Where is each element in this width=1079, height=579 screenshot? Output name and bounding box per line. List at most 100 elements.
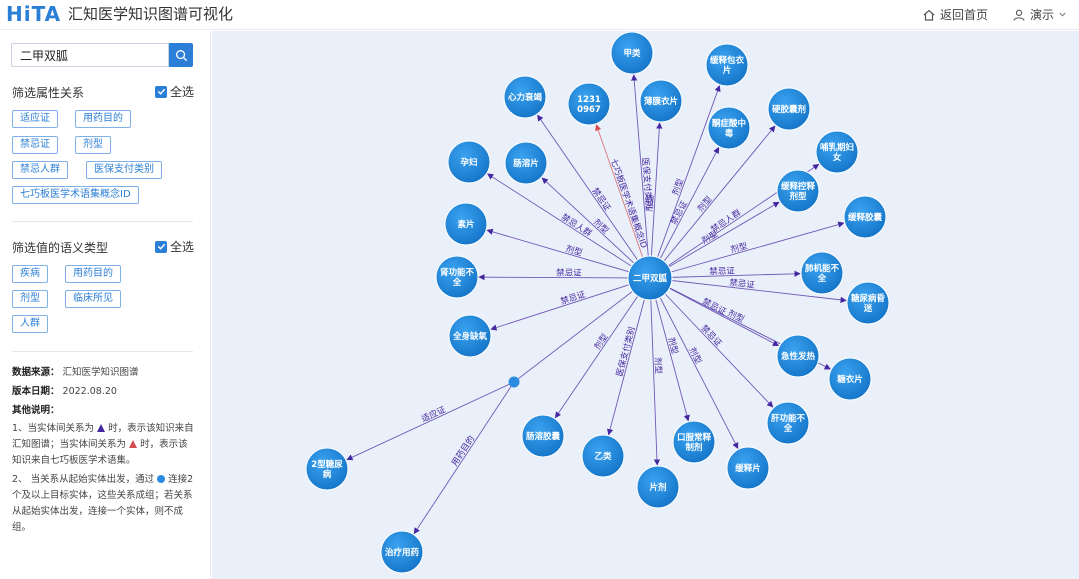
node-circle[interactable]: [705, 43, 749, 87]
relation-select-all[interactable]: 全选: [155, 83, 194, 100]
node-n18[interactable]: 急性发热: [776, 334, 820, 378]
node-circle[interactable]: [776, 334, 820, 378]
node-circle[interactable]: [521, 414, 565, 458]
node-circle[interactable]: [380, 530, 424, 574]
user-menu[interactable]: 演示: [1012, 6, 1067, 23]
node-n25[interactable]: 肠溶胶囊: [521, 414, 565, 458]
home-link[interactable]: 返回首页: [922, 6, 988, 23]
node-circle[interactable]: [672, 420, 716, 464]
semantic-tag-disease[interactable]: 疾病: [12, 265, 48, 283]
edge-n25: [554, 277, 651, 419]
node-circle[interactable]: [766, 401, 810, 445]
search-input[interactable]: [11, 43, 169, 67]
graph-svg[interactable]: 医保支付类别七巧板医学术语集概念ID禁忌证剂型剂型禁忌证剂型禁忌人群剂型剂型禁忌…: [212, 31, 1079, 579]
edge-label-n12: 禁忌证: [729, 278, 756, 291]
edge-n5: [649, 85, 721, 279]
edge-n24: [607, 277, 651, 436]
node-circle[interactable]: [767, 87, 811, 131]
node-circle[interactable]: [567, 82, 611, 126]
node-n21[interactable]: 缓释片: [726, 446, 770, 490]
edge-n9: [649, 201, 780, 279]
node-n19[interactable]: 糖衣片: [828, 357, 872, 401]
node-center[interactable]: 二甲双胍: [627, 255, 673, 301]
semantic-select-all-label: 全选: [170, 240, 195, 254]
app-logo[interactable]: HiTA: [6, 2, 62, 26]
edge-label-n19: 剂型: [726, 308, 747, 326]
node-circle[interactable]: [707, 106, 751, 150]
node-n13[interactable]: 孕妇: [447, 140, 491, 184]
version-date-label: 版本日期：: [12, 386, 60, 397]
node-n23[interactable]: 片剂: [636, 465, 680, 509]
node-n7[interactable]: 硬胶囊剂: [767, 87, 811, 131]
node-n10[interactable]: 缓释胶囊: [843, 195, 887, 239]
node-n4[interactable]: 薄膜衣片: [639, 79, 683, 123]
edge-n26: [346, 381, 515, 461]
semantic-tag-population[interactable]: 人群: [12, 315, 48, 333]
divider: [12, 221, 193, 222]
relation-tag-insurance[interactable]: 医保支付类别: [86, 161, 162, 179]
node-circle[interactable]: [636, 465, 680, 509]
group-node[interactable]: [508, 376, 520, 388]
node-n14[interactable]: 肠溶片: [504, 141, 548, 185]
node-n1[interactable]: 甲类: [610, 31, 654, 75]
edge-label-n20: 禁忌证: [698, 323, 723, 349]
node-circle[interactable]: [815, 130, 859, 174]
node-circle[interactable]: [435, 255, 479, 299]
relation-tag-dosage-form[interactable]: 剂型: [75, 136, 111, 154]
node-circle[interactable]: [503, 75, 547, 119]
node-circle[interactable]: [843, 195, 887, 239]
semantic-tag-dosage-form[interactable]: 剂型: [12, 290, 48, 308]
semantic-select-all[interactable]: 全选: [155, 238, 194, 255]
relation-tag-purpose[interactable]: 用药目的: [75, 110, 131, 128]
node-circle[interactable]: [610, 31, 654, 75]
node-n3[interactable]: 心力衰竭: [503, 75, 547, 119]
node-circle[interactable]: [776, 169, 820, 213]
node-circle[interactable]: [846, 281, 890, 325]
node-circle[interactable]: [448, 314, 492, 358]
search-button[interactable]: [169, 43, 193, 67]
relation-tag-contra-population[interactable]: 禁忌人群: [12, 161, 68, 179]
edge-label-n1: 医保支付类别: [639, 157, 654, 209]
node-circle[interactable]: [504, 141, 548, 185]
edge-to-group: [513, 277, 651, 383]
checkbox-checked-icon[interactable]: [155, 240, 167, 253]
checkbox-checked-icon[interactable]: [155, 85, 167, 98]
node-circle[interactable]: [627, 255, 673, 301]
node-n27[interactable]: 治疗用药: [380, 530, 424, 574]
relation-tag-contraindication[interactable]: 禁忌证: [12, 136, 58, 154]
relation-tag-indication[interactable]: 适应证: [12, 110, 58, 128]
divider: [12, 351, 193, 352]
node-n17[interactable]: 全身缺氧: [448, 314, 492, 358]
node-circle[interactable]: [828, 357, 872, 401]
edge-label-n3: 禁忌证: [589, 186, 612, 213]
node-n24[interactable]: 乙类: [581, 434, 625, 478]
edge-label-n23: 剂型: [652, 357, 664, 375]
node-n15[interactable]: 素片: [444, 202, 488, 246]
node-circle[interactable]: [305, 447, 349, 491]
node-label: 酮症酸中: [712, 118, 746, 129]
top-bar: HiTA 汇知医学知识图谱可视化 返回首页 演示: [0, 0, 1079, 30]
semantic-tag-clinical-finding[interactable]: 临床所见: [65, 290, 121, 308]
node-circle[interactable]: [639, 79, 683, 123]
node-circle[interactable]: [447, 140, 491, 184]
edge-label-n18: 禁忌证: [700, 297, 728, 318]
edge-label-n25: 剂型: [592, 331, 611, 352]
relation-tag-concept-id[interactable]: 七巧板医学术语集概念ID: [12, 186, 139, 204]
node-circle[interactable]: [800, 251, 844, 295]
node-circle[interactable]: [726, 446, 770, 490]
node-circle[interactable]: [444, 202, 488, 246]
node-circle[interactable]: [581, 434, 625, 478]
semantic-tag-purpose[interactable]: 用药目的: [65, 265, 121, 283]
